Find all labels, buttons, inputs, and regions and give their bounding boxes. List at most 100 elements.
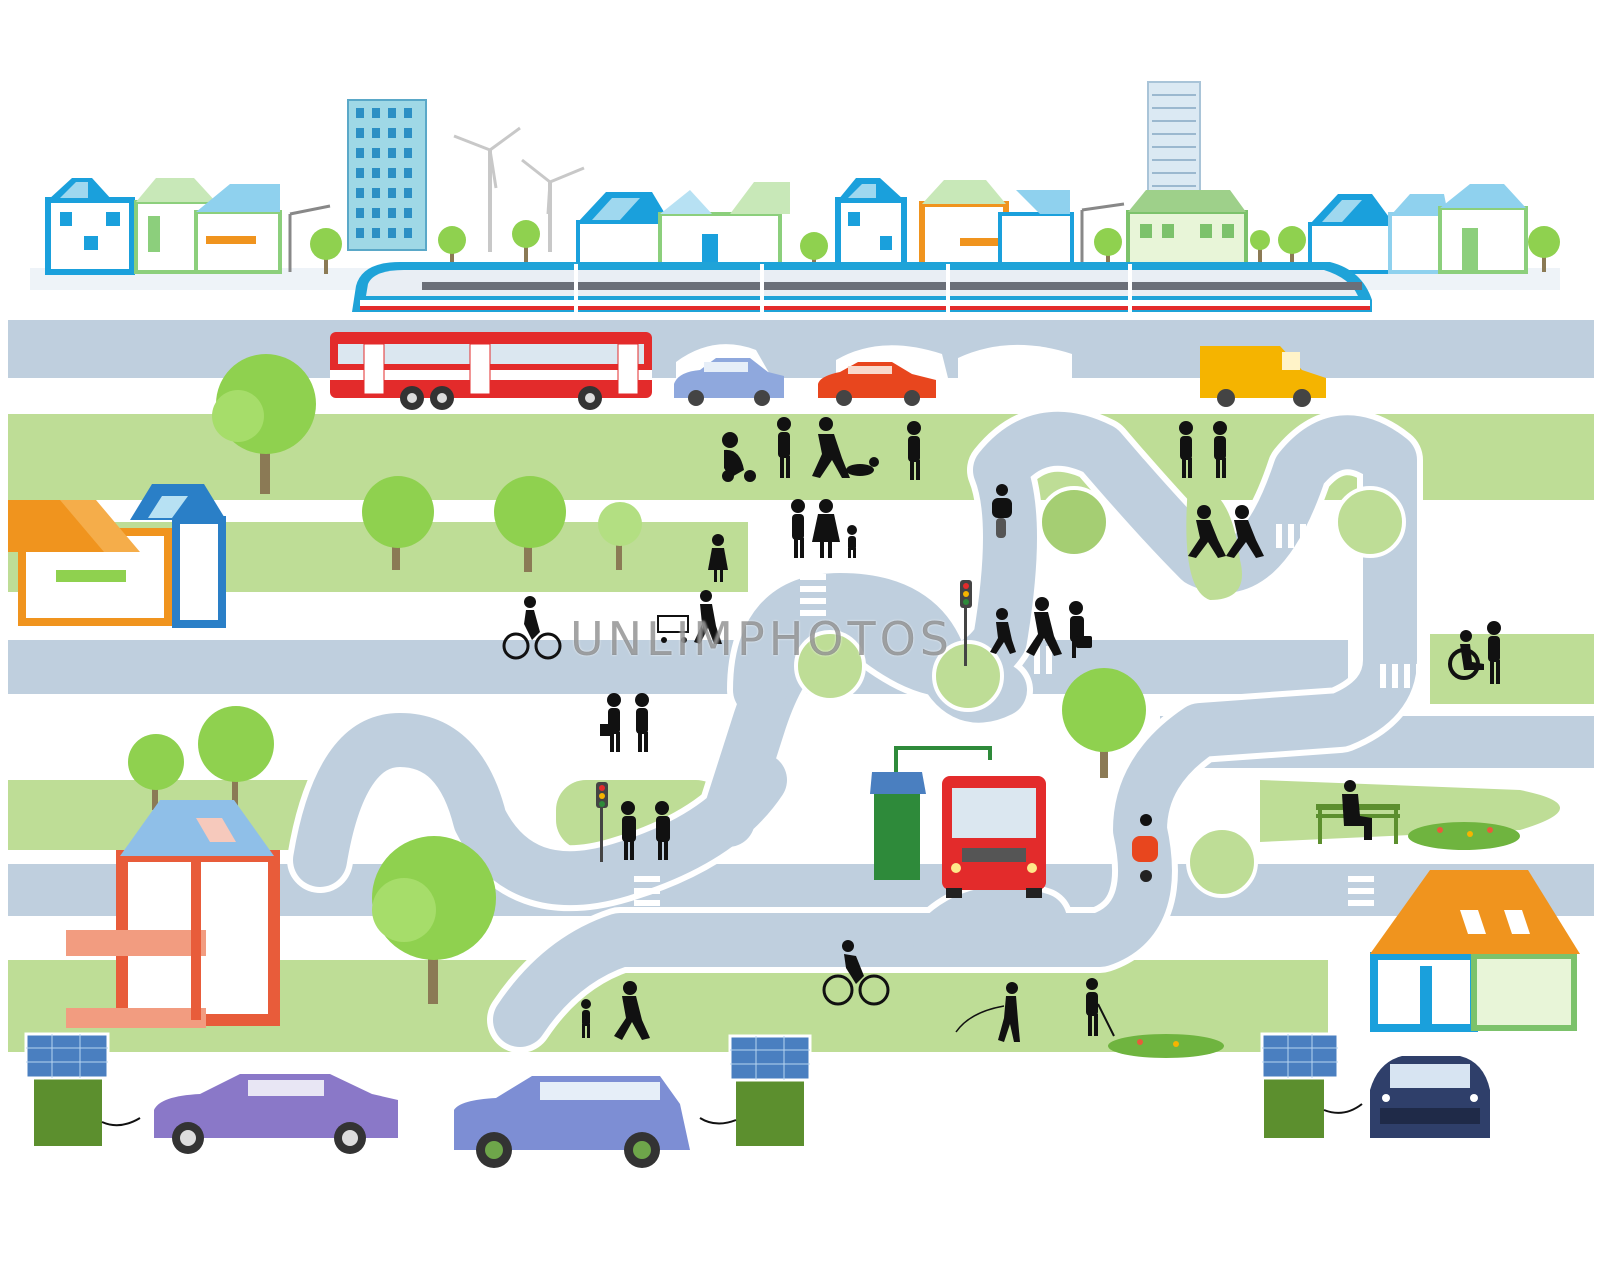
house-icon xyxy=(576,192,672,274)
pedestrian-icon xyxy=(600,693,621,752)
house-icon xyxy=(835,178,907,275)
charging-station-icon xyxy=(1260,1032,1363,1138)
street-lamp-icon xyxy=(1080,202,1125,272)
tree-icon xyxy=(800,232,828,272)
cyclist-icon xyxy=(502,596,562,660)
tree-icon xyxy=(1094,228,1122,272)
cyclist-icon xyxy=(822,940,890,1006)
crosswalk xyxy=(800,574,826,616)
pedestrian-icon xyxy=(812,499,840,558)
house-icon xyxy=(1438,184,1528,274)
pedestrian-icon xyxy=(955,982,1020,1042)
tree-icon xyxy=(1250,230,1270,270)
roundabout-icon xyxy=(932,640,1004,712)
tree-icon xyxy=(494,476,566,572)
pedestrian-icon xyxy=(1026,597,1062,656)
car-icon xyxy=(154,1074,398,1154)
skyline xyxy=(30,81,1560,290)
street-lamp-icon xyxy=(288,204,331,272)
pedestrian-icon xyxy=(847,525,857,558)
crosswalk xyxy=(634,876,660,906)
traffic-light-icon xyxy=(960,580,972,666)
bus-icon xyxy=(942,776,1046,898)
car-icon xyxy=(1370,1056,1490,1138)
charging-station-icon xyxy=(24,1032,141,1146)
grass-band xyxy=(1430,634,1594,704)
pedestrian-icon xyxy=(812,417,850,478)
solar-panel-icon xyxy=(26,1034,108,1078)
pedestrian-icon xyxy=(1086,978,1115,1037)
scooter-icon xyxy=(1132,814,1158,882)
house-icon xyxy=(8,500,172,626)
pedestrian-icon xyxy=(1342,780,1372,840)
crosswalk xyxy=(1380,664,1422,688)
roundabout-icon xyxy=(794,630,866,702)
pedestrian-icon xyxy=(1179,421,1193,478)
van-icon xyxy=(1200,346,1326,407)
roundabout-icon xyxy=(1038,486,1110,558)
tree-icon xyxy=(438,226,466,264)
house-icon xyxy=(1308,194,1396,274)
wind-turbine-icon xyxy=(453,126,521,252)
pedestrian-icon xyxy=(722,432,756,482)
tree-icon xyxy=(198,706,274,808)
pedestrian-icon xyxy=(777,417,791,478)
wheelchair-icon xyxy=(1448,630,1484,680)
house-icon xyxy=(194,184,282,274)
train-icon xyxy=(352,262,1372,312)
house-icon xyxy=(658,182,790,274)
pedestrian-icon xyxy=(1213,421,1227,478)
tree-icon xyxy=(362,476,434,570)
charging-station-icon xyxy=(870,746,992,880)
house-icon xyxy=(1126,190,1248,274)
house-icon xyxy=(1370,870,1580,1032)
watermark-text: UNLIMPHOTOS xyxy=(570,612,954,666)
charging-station-icon xyxy=(699,1034,812,1146)
pedestrian-icon xyxy=(708,534,728,582)
flower-bed-icon xyxy=(1408,822,1520,850)
house-icon xyxy=(998,190,1074,274)
tree-icon xyxy=(212,354,316,494)
pedestrian-icon xyxy=(657,590,722,644)
traffic-light-icon xyxy=(596,782,608,862)
car-icon xyxy=(454,1076,690,1168)
pedestrian-icon xyxy=(1226,505,1264,558)
tree-icon xyxy=(1062,668,1146,778)
pedestrian-icon xyxy=(791,499,805,558)
people xyxy=(502,417,1520,1058)
pedestrian-icon xyxy=(990,608,1016,654)
pedestrian-icon xyxy=(655,801,670,860)
crosswalk xyxy=(1034,646,1052,674)
crosswalk xyxy=(1348,876,1374,906)
tree-icon xyxy=(310,228,342,274)
roundabout-icon xyxy=(1186,826,1258,898)
pedestrian-icon xyxy=(581,999,591,1038)
wind-turbine-icon xyxy=(521,158,585,252)
tree-icon xyxy=(1278,226,1306,270)
high-rise-building-icon xyxy=(347,99,427,251)
pedestrian-icon xyxy=(621,801,636,860)
house-icon xyxy=(66,800,280,1028)
bus-icon xyxy=(330,332,652,410)
solar-panel-icon xyxy=(730,1036,810,1080)
pedestrian-icon xyxy=(846,457,879,476)
flower-bed-icon xyxy=(1108,1034,1224,1058)
pedestrian-icon xyxy=(614,981,650,1040)
pedestrian-icon xyxy=(635,693,649,752)
pedestrian-icon xyxy=(907,421,921,480)
pedestrian-icon xyxy=(1188,505,1226,558)
car-icon xyxy=(818,362,936,406)
tree-icon xyxy=(598,502,642,570)
house-icon xyxy=(45,178,135,275)
house-icon xyxy=(919,180,1009,275)
scooter-icon xyxy=(992,484,1012,538)
car-icon xyxy=(674,358,784,406)
crosswalk xyxy=(1276,524,1318,548)
pedestrian-icon xyxy=(1069,601,1092,658)
tree-icon xyxy=(372,836,496,1004)
roundabout-icon xyxy=(1334,486,1406,558)
pedestrian-icon xyxy=(1487,621,1501,684)
tree-icon xyxy=(512,220,540,262)
tree-icon xyxy=(128,734,184,810)
